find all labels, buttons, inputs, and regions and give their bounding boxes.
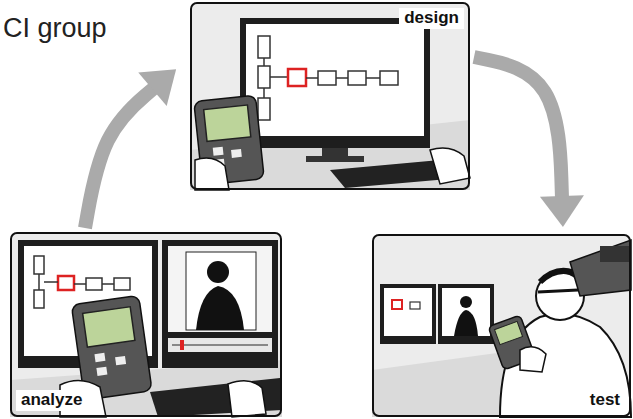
design-scene	[190, 2, 470, 190]
scene-panel: analyze	[10, 232, 282, 417]
cycle-arrow	[85, 88, 154, 228]
stage-label: test	[585, 390, 625, 411]
stage-label: analyze	[16, 390, 87, 411]
group-label: CI group	[3, 14, 107, 44]
scene-panel: design	[190, 2, 470, 190]
analyze-scene	[10, 232, 282, 417]
cycle-arrow	[474, 57, 562, 198]
scene-panel: test	[372, 234, 631, 417]
stage-label: design	[399, 8, 464, 29]
test-scene	[372, 234, 631, 417]
